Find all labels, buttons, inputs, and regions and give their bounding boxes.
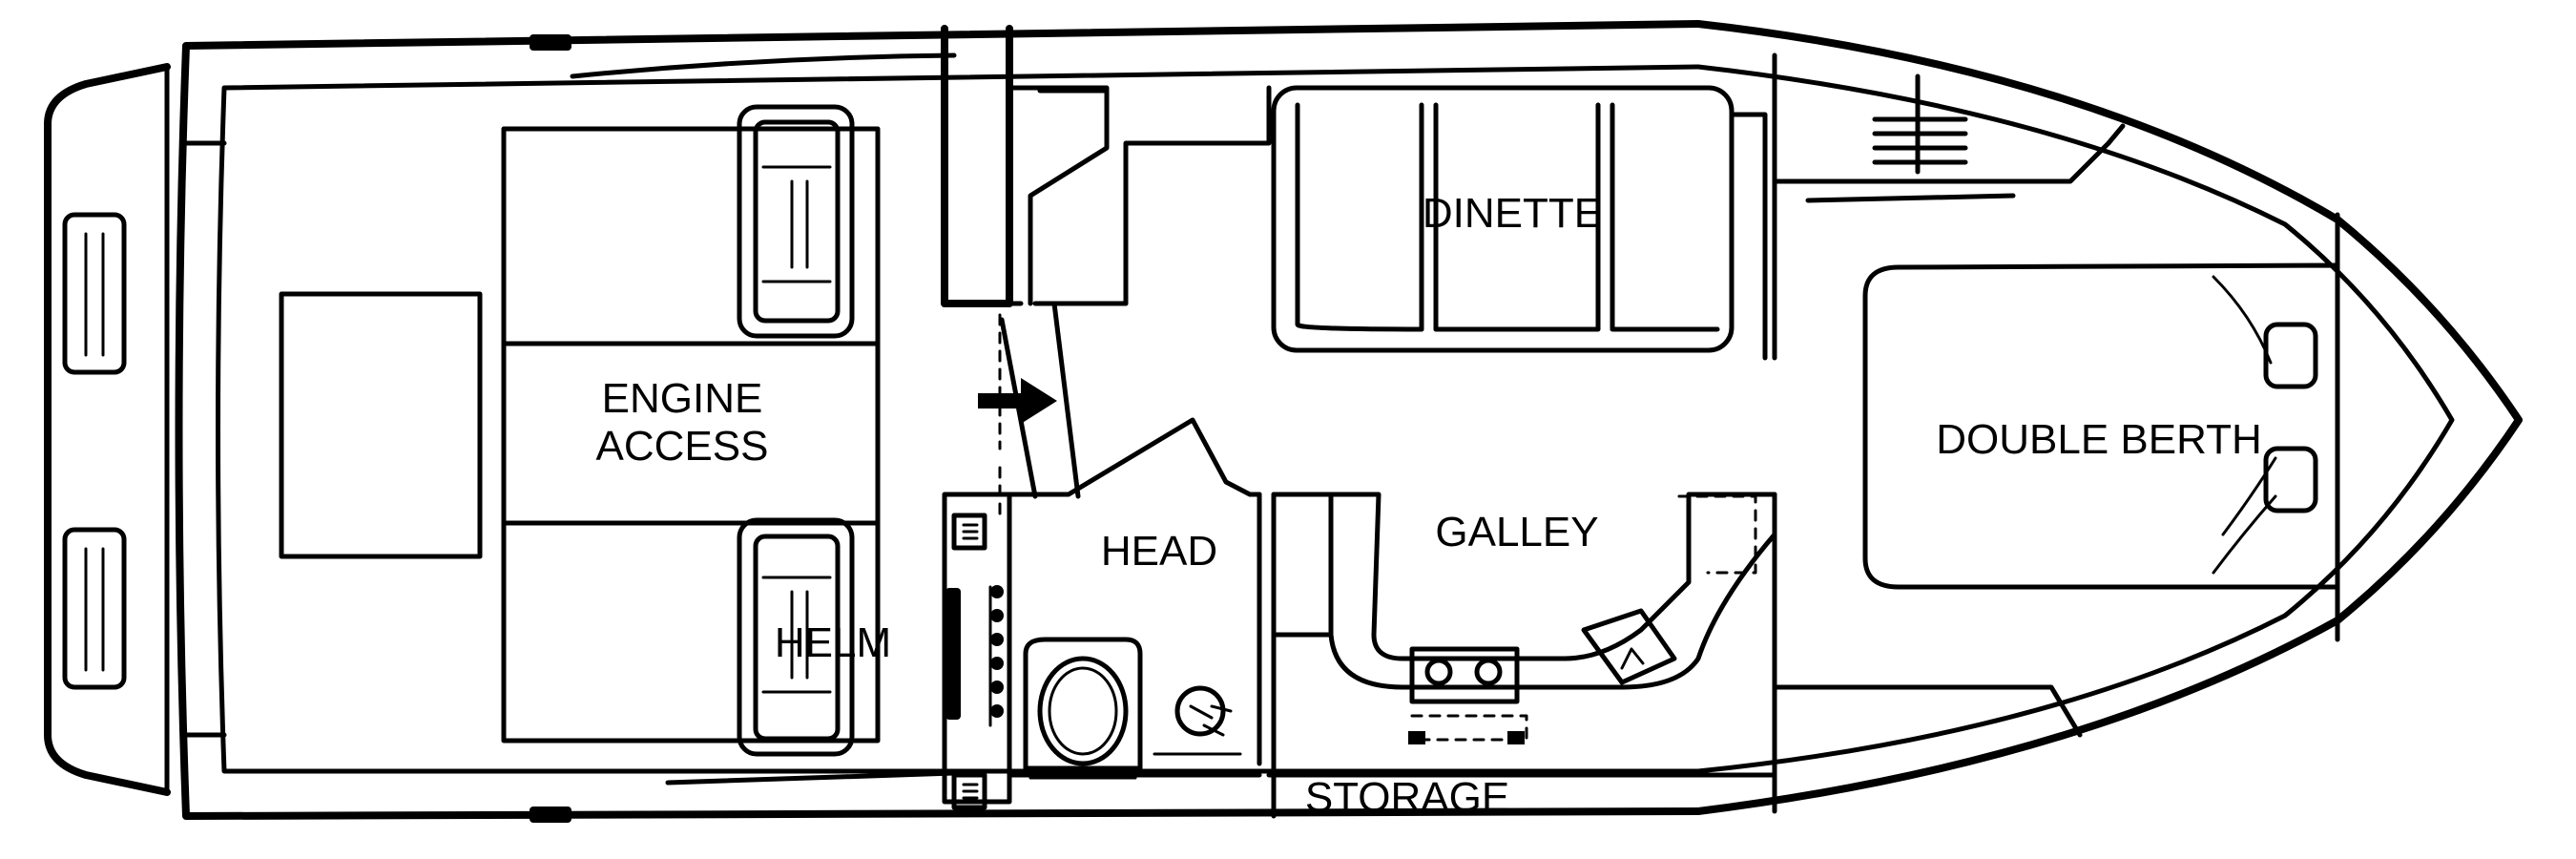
- storage-label: STORAGE: [1305, 774, 1509, 821]
- cockpit: [183, 34, 957, 823]
- double-berth: [1862, 212, 2340, 642]
- head: [942, 417, 1262, 810]
- forward-cabin: [1772, 73, 2126, 738]
- toilet-icon: [1023, 637, 1143, 771]
- hull: [175, 20, 2523, 820]
- galley-label: GALLEY: [1435, 509, 1598, 555]
- control-panel-icon: [951, 513, 987, 551]
- helm-label: HELM: [775, 619, 891, 666]
- engine-access-label: ENGINE: [602, 375, 763, 422]
- cockpit-seat: [737, 104, 855, 757]
- bulkhead: [941, 25, 1081, 517]
- dinette: [1007, 52, 1777, 361]
- double-berth-label: DOUBLE BERTH: [1936, 416, 2262, 463]
- stove-icon: [1409, 646, 1520, 704]
- engine-access-hatch: [501, 126, 881, 744]
- toilet-bowl-icon: [1037, 656, 1129, 766]
- cleat-icon: [530, 34, 571, 51]
- galley: [1266, 492, 1777, 819]
- sink-icon: [1174, 685, 1226, 737]
- dinette-label: DINETTE: [1423, 190, 1602, 237]
- head-label: HEAD: [1101, 528, 1217, 575]
- pillow-icon: [2263, 446, 2318, 513]
- swim-platform: [44, 63, 171, 796]
- engine-access-label: ACCESS: [596, 423, 769, 470]
- pillow-icon: [2263, 322, 2318, 389]
- sink-icon: [1581, 608, 1677, 685]
- entry-arrow-icon: [978, 378, 1057, 424]
- cleat-icon: [530, 807, 571, 823]
- control-panel-icon: [951, 772, 987, 810]
